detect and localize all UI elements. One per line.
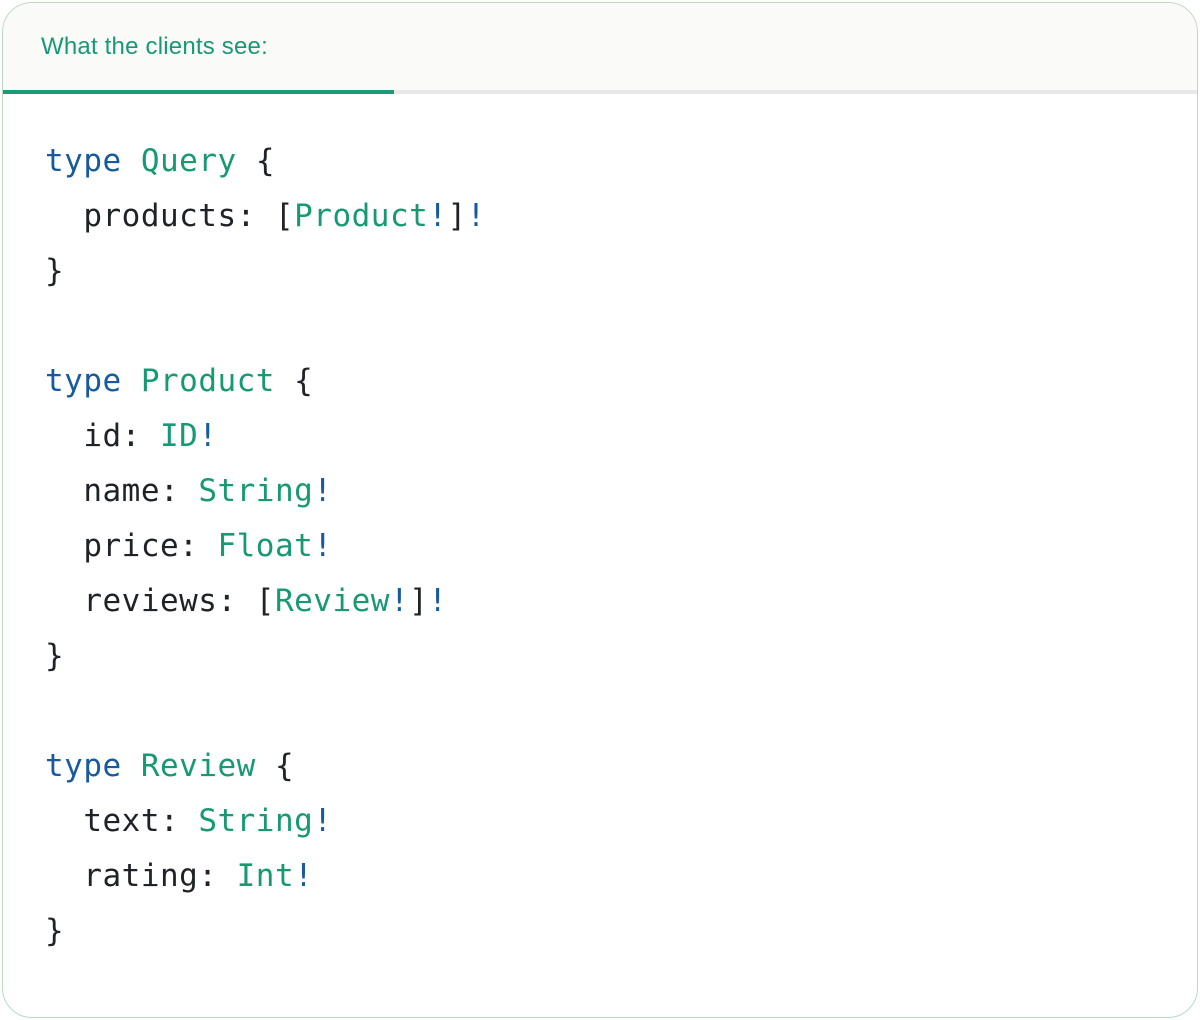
code-line: type Review { (45, 739, 1177, 794)
code-token-typename: Product (140, 363, 275, 399)
code-token-keyword: type (45, 143, 122, 179)
graphql-schema-code: type Query { products: [Product!]!} type… (3, 94, 1197, 959)
code-token-bang: ! (313, 473, 333, 509)
code-line (45, 684, 1177, 739)
code-line (45, 299, 1177, 354)
code-token-keyword: type (45, 363, 122, 399)
code-token-plain (122, 748, 141, 784)
code-token-plain: { (236, 143, 275, 179)
code-line: reviews: [Review!]! (45, 574, 1177, 629)
code-token-plain (122, 143, 141, 179)
code-token-plain: reviews: [ (45, 583, 275, 619)
code-token-keyword: type (45, 748, 122, 784)
code-token-plain: } (45, 253, 65, 289)
code-line: type Product { (45, 354, 1177, 409)
code-token-typename: Review (140, 748, 256, 784)
code-line: type Query { (45, 134, 1177, 189)
code-token-bang: ! (294, 858, 314, 894)
code-token-bang: ! (313, 803, 333, 839)
code-token-plain: { (255, 748, 295, 784)
code-token-plain: rating: (45, 858, 237, 894)
code-token-typename: Review (274, 583, 390, 619)
code-line: } (45, 244, 1177, 299)
code-line: price: Float! (45, 519, 1177, 574)
code-token-bang: ! (466, 198, 486, 234)
code-line: id: ID! (45, 409, 1177, 464)
code-line: } (45, 904, 1177, 959)
code-token-plain: text: (45, 803, 199, 839)
code-token-typename: Int (236, 858, 295, 894)
code-token-typename: ID (159, 418, 199, 454)
code-token-plain: price: (45, 528, 218, 564)
active-tab-underline (3, 90, 394, 94)
tab-what-the-clients-see[interactable]: What the clients see: (41, 32, 268, 60)
code-token-plain: ] (447, 198, 467, 234)
code-token-plain: } (45, 913, 65, 949)
code-line: text: String! (45, 794, 1177, 849)
code-token-plain: { (274, 363, 314, 399)
code-token-bang: ! (313, 528, 333, 564)
code-token-bang: ! (428, 583, 448, 619)
code-token-plain: ] (409, 583, 429, 619)
code-token-plain: name: (45, 473, 199, 509)
code-token-plain (122, 363, 141, 399)
code-token-typename: Query (140, 143, 237, 179)
code-token-plain: id: (45, 418, 160, 454)
code-line: } (45, 629, 1177, 684)
tab-bar: What the clients see: (3, 3, 1197, 94)
code-token-typename: Product (294, 198, 429, 234)
code-token-bang: ! (389, 583, 410, 619)
code-token-typename: String (198, 473, 314, 509)
code-token-plain: } (45, 638, 65, 674)
code-token-bang: ! (428, 198, 448, 234)
code-line: rating: Int! (45, 849, 1177, 904)
code-token-bang: ! (198, 418, 218, 454)
code-token-typename: String (198, 803, 314, 839)
code-line: name: String! (45, 464, 1177, 519)
code-line: products: [Product!]! (45, 189, 1177, 244)
code-token-plain: products: [ (45, 198, 295, 234)
code-token-typename: Float (217, 528, 314, 564)
